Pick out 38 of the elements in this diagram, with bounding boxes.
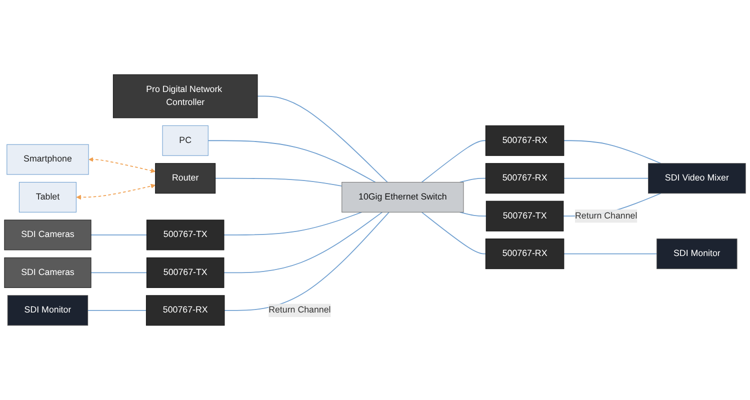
connector xyxy=(563,253,658,254)
connector xyxy=(90,272,148,274)
node-box: SDI Cameras xyxy=(4,257,92,288)
edge-label: Return Channel xyxy=(575,211,638,221)
connector xyxy=(421,140,486,183)
node-box: PC xyxy=(162,125,208,156)
node-box: SDI Video Mixer xyxy=(648,163,746,194)
connector xyxy=(208,140,376,183)
node-box: Tablet xyxy=(18,182,76,212)
node-box: 500767-TX xyxy=(486,200,564,232)
connector xyxy=(421,212,486,254)
connector xyxy=(224,212,390,311)
connector xyxy=(563,140,662,164)
node-box: SDI Cameras xyxy=(4,220,92,250)
connector xyxy=(459,178,486,183)
node-box: 10Gig Ethernet Switch xyxy=(342,182,464,212)
node-box: Smartphone xyxy=(6,144,89,175)
node-box: 500767-RX xyxy=(485,163,564,194)
connector xyxy=(563,178,649,179)
connector xyxy=(87,310,147,311)
edge-label: Return Channel xyxy=(268,305,331,315)
connector xyxy=(90,234,148,236)
connector xyxy=(257,96,388,183)
arrow xyxy=(76,184,156,200)
connector xyxy=(224,212,383,274)
node-box: SDI Monitor xyxy=(656,238,738,270)
connector xyxy=(459,212,487,217)
node-box: Router xyxy=(155,163,216,194)
node-box: Pro Digital Network Controller xyxy=(112,74,258,118)
arrow xyxy=(88,157,156,173)
node-box: 500767-TX xyxy=(146,257,224,288)
connector xyxy=(224,212,362,236)
node-box: 500767-TX xyxy=(146,220,224,250)
node-box: 500767-RX xyxy=(146,295,225,326)
connector xyxy=(214,178,342,187)
node-box: 500767-RX xyxy=(485,238,564,270)
node-box: 500767-RX xyxy=(485,125,564,156)
node-box: SDI Monitor xyxy=(7,295,88,326)
